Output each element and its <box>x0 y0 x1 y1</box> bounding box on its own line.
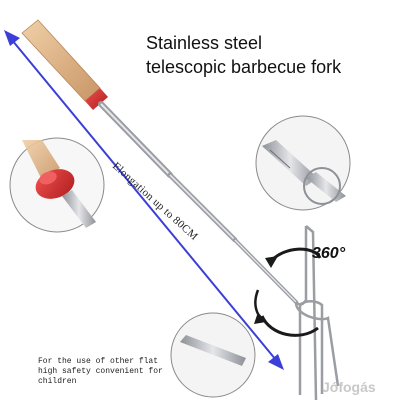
title-line-2: telescopic barbecue fork <box>146 57 342 77</box>
safety-note: For the use of other flat high safety co… <box>38 357 188 387</box>
note-line-2: high safety convenient for <box>38 367 163 376</box>
note-line-3: children <box>38 377 77 386</box>
telescopic-rod <box>98 101 298 304</box>
collar-detail-circle <box>9 137 105 233</box>
rotation-label: 360° <box>312 245 346 262</box>
title-line-1: Stainless steel <box>146 33 263 53</box>
double-arrow-icon <box>4 30 284 370</box>
product-title: Stainless steel telescopic barbecue fork <box>146 31 396 79</box>
rotation-arrow-icon <box>254 247 322 337</box>
red-collar <box>85 88 108 110</box>
tip-detail-circle <box>170 312 256 398</box>
joint-detail-circle <box>255 115 351 211</box>
note-line-1: For the use of other flat <box>38 357 159 366</box>
fork-prongs <box>294 225 340 401</box>
watermark-logo: Jófogás <box>322 379 376 395</box>
wooden-handle <box>21 19 101 102</box>
